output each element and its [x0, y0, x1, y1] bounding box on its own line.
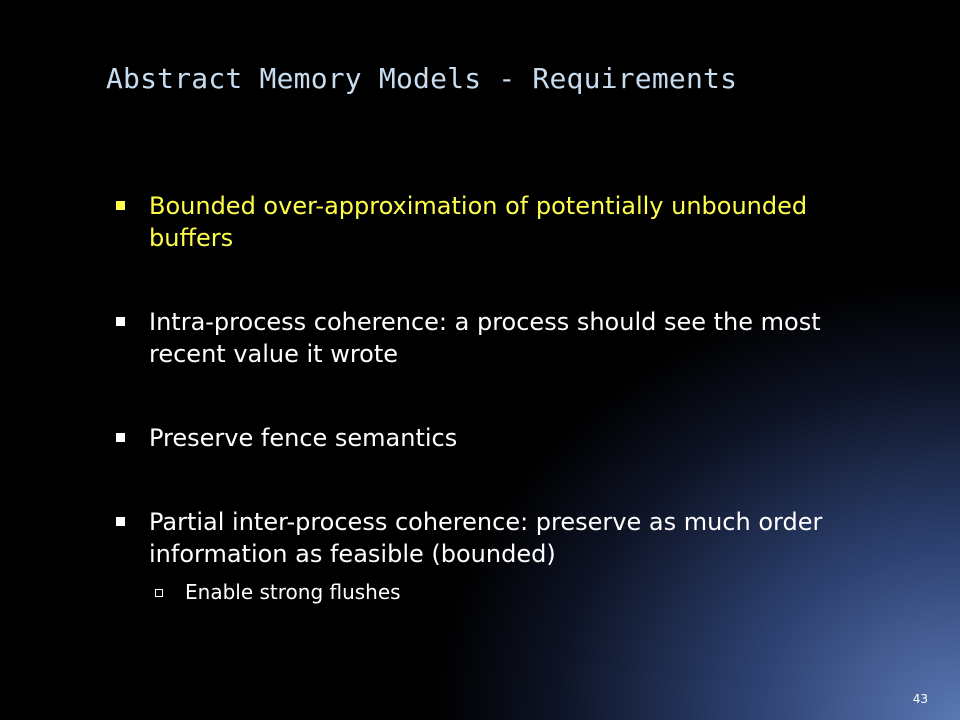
bullet-text: Partial inter-process coherence: preserv…	[149, 508, 823, 568]
square-bullet-icon	[116, 317, 125, 326]
bullet-item: Bounded over-approximation of potentiall…	[112, 190, 872, 254]
sub-bullet-item: Enable strong flushes	[149, 578, 872, 606]
hollow-square-bullet-icon	[155, 589, 163, 597]
bullet-text: Preserve fence semantics	[149, 424, 458, 452]
sub-bullet-list: Enable strong flushes	[149, 578, 872, 606]
bullet-item: Partial inter-process coherence: preserv…	[112, 506, 872, 606]
square-bullet-icon	[116, 517, 125, 526]
bullet-text: Intra-process coherence: a process shoul…	[149, 308, 821, 368]
slide-title: Abstract Memory Models - Requirements	[106, 62, 738, 95]
bullet-item: Intra-process coherence: a process shoul…	[112, 306, 872, 370]
bullet-list: Bounded over-approximation of potentiall…	[112, 190, 872, 606]
bullet-text: Bounded over-approximation of potentiall…	[149, 192, 808, 252]
sub-bullet-text: Enable strong flushes	[185, 580, 401, 604]
page-number: 43	[912, 692, 928, 706]
bullet-item: Preserve fence semantics	[112, 422, 872, 454]
square-bullet-icon	[116, 201, 125, 210]
square-bullet-icon	[116, 433, 125, 442]
